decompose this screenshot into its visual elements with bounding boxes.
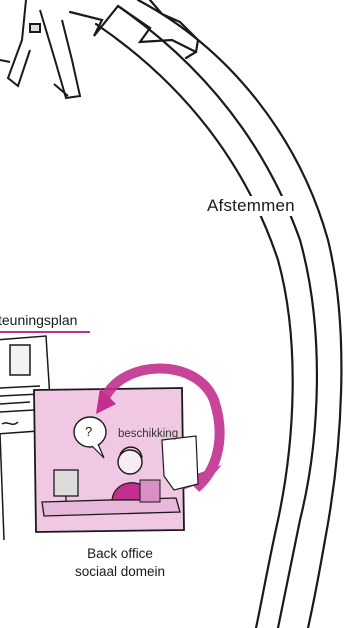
beschikking-label: beschikking bbox=[118, 428, 178, 440]
afstemmen-arrow bbox=[70, 0, 341, 628]
plan-underline bbox=[0, 331, 90, 333]
person-figure-top bbox=[0, 0, 80, 98]
back-office-line1: Back office bbox=[60, 545, 180, 563]
plan-label: teuningsplan bbox=[0, 312, 77, 328]
back-office-line2: sociaal domein bbox=[60, 563, 180, 581]
question-mark: ? bbox=[85, 424, 92, 439]
back-office-box bbox=[34, 368, 220, 532]
afstemmen-label: Afstemmen bbox=[205, 196, 297, 216]
back-office-caption: Back office sociaal domein bbox=[60, 545, 180, 581]
